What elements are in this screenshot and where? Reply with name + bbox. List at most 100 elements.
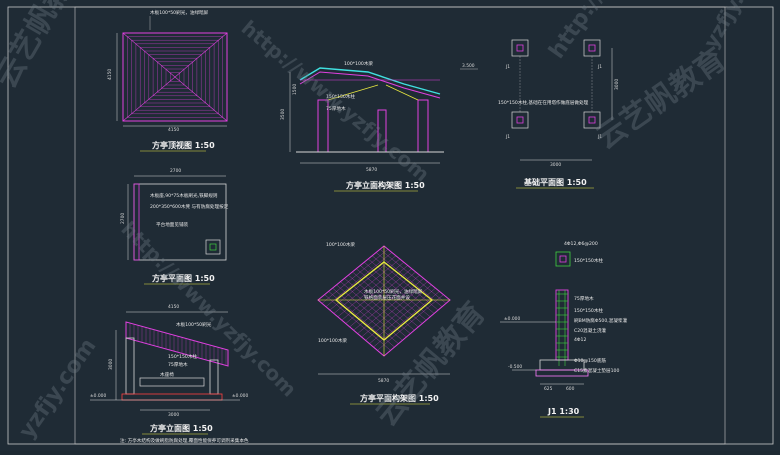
frame-hatch-line xyxy=(353,275,420,331)
j1-note-i: C15素混凝土垫层100 xyxy=(574,367,619,374)
frame-hatch-line xyxy=(356,268,423,324)
footing-tr-post xyxy=(588,44,596,52)
frame-hatch-line xyxy=(337,262,404,317)
plan-dim-width: 2700 xyxy=(170,168,181,174)
j1-note-d: 150*150木柱 xyxy=(574,307,603,314)
j1-plan-post xyxy=(559,255,567,263)
foundation-j1-label: J1 xyxy=(505,64,510,70)
j1-level-2: -0.500 xyxy=(508,364,522,370)
frame-hatch-line xyxy=(340,281,407,338)
watermark-url-top: http://www.yzfjy.com xyxy=(237,15,434,186)
frame-hatch-line xyxy=(321,249,389,304)
plan-note-2: 200*350*600木凳 与有防腐处理按定 xyxy=(150,203,229,210)
front-elevation-frame: 5870 3500 1500 100*100木梁 150*150木柱 75厚地木… xyxy=(280,60,478,192)
frame-hatch-line xyxy=(372,255,439,311)
footing-bl-post xyxy=(516,116,524,124)
foundation-note: 150*150木柱,基础在在用塔作做底层做处理 xyxy=(498,99,589,106)
front-brace-right xyxy=(385,84,419,101)
watermark-side-right: yzfjy.com xyxy=(699,0,773,53)
frame-hatch-line xyxy=(328,291,395,348)
j1-base-layer xyxy=(535,369,589,377)
front-note-beam: 100*100木梁 xyxy=(344,60,373,67)
frame-hatch-line xyxy=(324,294,391,351)
frame-hatch-line xyxy=(352,271,419,327)
roof-plan-hatching xyxy=(127,36,223,118)
frame-dim-width: 5870 xyxy=(378,378,389,384)
front-brace-left xyxy=(327,84,379,101)
foundation-dim-width: 3000 xyxy=(550,162,561,168)
j1-note-a: 4Φ12,Φ6@200 xyxy=(564,241,598,247)
plan-bench xyxy=(133,183,140,261)
roof-plan-ridge-b xyxy=(122,32,228,122)
j1-note-h: Φ10@150底筋 xyxy=(574,357,606,364)
frame-hatch-line xyxy=(379,249,447,304)
frame-note-beam-a: 100*100木梁 xyxy=(326,241,355,248)
roof-plan-dim-width: 4150 xyxy=(168,127,179,133)
side-level-right: ±0.000 xyxy=(232,393,248,399)
j1-dim-w2: 600 xyxy=(566,386,575,392)
frame-hatch-line xyxy=(329,255,396,311)
frame-hatch-line xyxy=(368,258,435,314)
side-seat xyxy=(139,377,205,387)
frame-hatch-line xyxy=(360,265,427,321)
frame-hatch-line xyxy=(361,281,428,338)
watermark-cn-left: 云艺帆教育 xyxy=(0,0,94,94)
frame-hatch-line xyxy=(348,275,415,331)
frame-hatch-line xyxy=(349,271,416,327)
side-dim-height: 3000 xyxy=(108,359,114,370)
watermark-url-mid: http://www.yzfjy.com xyxy=(116,217,301,402)
j1-title: J1 1:30 xyxy=(547,407,580,416)
side-note-top: 木板100*50刷光 xyxy=(176,321,212,328)
j1-note-e: 刷BM防腐Φ500,混凝浆灌 xyxy=(574,317,628,324)
front-level: 3.500 xyxy=(462,63,475,69)
frame-hatch-line xyxy=(325,252,393,307)
foundation-j1-label-4: J1 xyxy=(597,134,602,140)
footing-tl xyxy=(511,39,529,57)
front-post-right xyxy=(417,99,429,153)
roof-plan-outline xyxy=(122,32,228,122)
roof-plan-view: 4150 4150 木板100*50刷光，油绿暗屏 方亭顶视图 1:50 xyxy=(107,9,228,152)
side-footnote: 注: 方亭木结构及做刷脂防腐处理,覆面性能保养可调剂采集本色 xyxy=(120,437,249,444)
front-dim-width: 5870 xyxy=(366,167,377,173)
frame-hatch-line xyxy=(365,284,432,341)
j1-plan-square xyxy=(555,251,571,267)
side-dim-width2: 3000 xyxy=(168,412,179,418)
front-roof-beam xyxy=(299,67,441,95)
roof-frame-title: 方亭平面构架图 1:50 xyxy=(360,393,439,403)
j1-note-b: 150*150木柱 xyxy=(574,257,603,264)
frame-hatch-line xyxy=(357,278,424,334)
side-dim-width: 4150 xyxy=(168,304,179,310)
roof-plan-dim-height: 4150 xyxy=(107,69,113,80)
j1-note-f: C20混凝土浇灌 xyxy=(574,327,606,334)
plan-post xyxy=(205,239,221,255)
j1-note-c: 75厚地木 xyxy=(574,295,594,302)
plan-note-1: 木板座,90*75木板刷光,铁脚规则 xyxy=(150,192,218,199)
front-roof-rafter xyxy=(299,71,441,99)
foundation-j1-label-3: J1 xyxy=(505,134,510,140)
foundation-dim-height: 3000 xyxy=(614,79,620,90)
side-note-150: 150*150木柱 xyxy=(168,353,197,360)
j1-column xyxy=(555,289,569,361)
frame-note-center-1: 木板100*50刷光，油绿暗屏 xyxy=(364,288,423,295)
frame-hatch-line xyxy=(344,278,411,334)
frame-hatch-line xyxy=(332,288,399,344)
side-elevation-title: 方亭立面图 1:50 xyxy=(150,423,213,433)
frame-hatch-line xyxy=(377,294,444,351)
frame-hatch-line xyxy=(375,252,443,307)
frame-note-beam-b: 100*100木梁 xyxy=(318,337,347,344)
front-note-75: 75厚地木 xyxy=(326,105,346,112)
frame-hatch-line xyxy=(345,268,412,324)
side-base xyxy=(121,393,223,401)
frame-hatch-line xyxy=(373,291,440,348)
front-note-post: 150*150木柱 xyxy=(326,93,355,100)
sheet-inner-border xyxy=(74,6,726,445)
watermark-url-right: http://www.yzfjy.com xyxy=(544,0,714,63)
side-note-75: 75厚地木 xyxy=(168,361,188,368)
foundation-plan: 3000 3000 J1 J1 J1 J1 150*150木柱,基础在在用塔作做… xyxy=(498,39,620,189)
j1-rebars xyxy=(556,290,568,366)
plan-post-core xyxy=(209,243,217,251)
footing-br-post xyxy=(588,116,596,124)
foundation-j1-label-2: J1 xyxy=(597,64,602,70)
